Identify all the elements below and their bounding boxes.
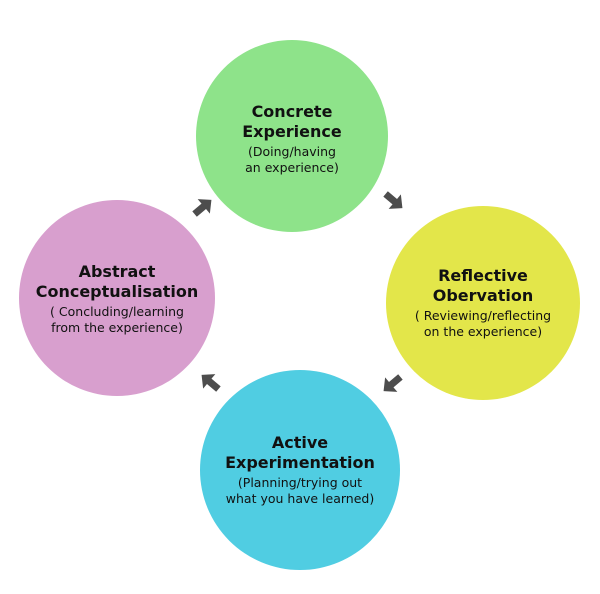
concrete-experience-node: Concrete Experience (Doing/having an exp… (196, 40, 388, 232)
active-experimentation-description: (Planning/trying out what you have learn… (226, 475, 374, 507)
reflective-observation-node: Reflective Obervation ( Reviewing/reflec… (386, 206, 580, 400)
desc-line: an experience) (245, 160, 339, 175)
title-line: Obervation (432, 286, 534, 305)
reflective-observation-description: ( Reviewing/reflecting on the experience… (415, 308, 551, 340)
active-experimentation-title: Active Experimentation (225, 433, 375, 473)
title-line: Conceptualisation (35, 282, 199, 301)
reflective-observation-title: Reflective Obervation (433, 266, 534, 306)
title-line: Active (271, 433, 329, 452)
desc-line: (Doing/having (247, 144, 336, 159)
desc-line: (Planning/trying out (237, 475, 363, 490)
desc-line: what you have learned) (225, 491, 375, 506)
concrete-experience-description: (Doing/having an experience) (245, 144, 339, 176)
desc-line: ( Reviewing/reflecting (414, 308, 552, 323)
title-line: Reflective (438, 266, 528, 285)
desc-line: from the experience) (51, 320, 183, 335)
arrow-down-left-icon (377, 369, 407, 399)
desc-line: ( Concluding/learning (50, 304, 184, 319)
arrow-down-right-icon (379, 186, 409, 216)
arrow-up-left-icon (195, 367, 225, 397)
desc-line: on the experience) (423, 324, 543, 339)
title-line: Abstract (78, 262, 156, 281)
abstract-conceptualisation-title: Abstract Conceptualisation (36, 262, 199, 302)
concrete-experience-title: Concrete Experience (242, 102, 342, 142)
abstract-conceptualisation-description: ( Concluding/learning from the experienc… (50, 304, 184, 336)
active-experimentation-node: Active Experimentation (Planning/trying … (200, 370, 400, 570)
arrow-up-right-icon (188, 192, 218, 222)
abstract-conceptualisation-node: Abstract Conceptualisation ( Concluding/… (19, 200, 215, 396)
title-line: Concrete (251, 102, 333, 121)
title-line: Experimentation (225, 453, 375, 472)
title-line: Experience (242, 122, 342, 141)
